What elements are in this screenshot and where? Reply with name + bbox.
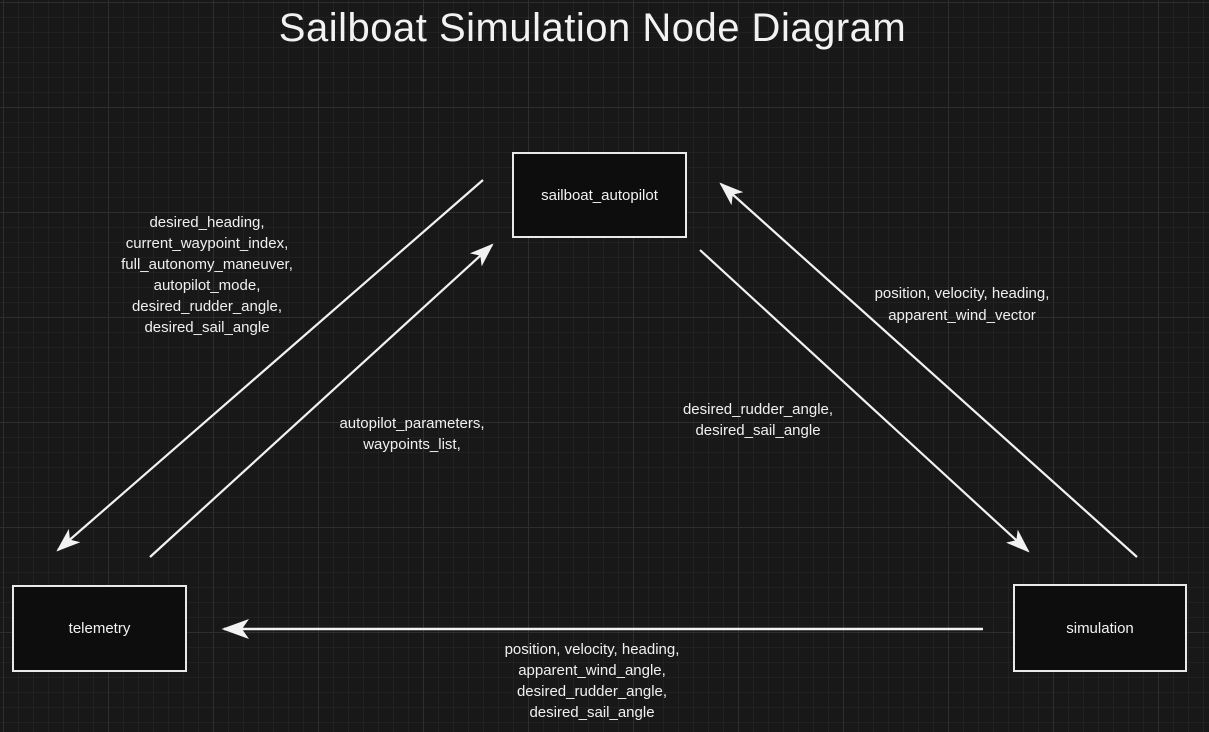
node-simulation: simulation [1013,584,1187,672]
edge-label-line: apparent_wind_angle, [518,662,666,679]
edge-label-telemetry-to-autopilot: autopilot_parameters, waypoints_list, [282,413,542,455]
edge-label-autopilot-to-telemetry: desired_heading, current_waypoint_index,… [57,212,357,338]
edge-label-line: full_autonomy_maneuver, [121,256,293,273]
edge-label-simulation-to-autopilot: position, velocity, heading, apparent_wi… [812,283,1112,327]
edge-label-line: apparent_wind_vector [888,307,1036,324]
edge-label-line: autopilot_mode, [153,277,261,294]
edge-label-line: desired_sail_angle [144,319,270,336]
node-label: sailboat_autopilot [541,186,658,204]
edge-label-line: desired_heading, [149,214,265,231]
edge-label-line: position, velocity, heading, [504,641,680,658]
edge-label-autopilot-to-simulation: desired_rudder_angle, desired_sail_angle [628,399,888,441]
edge-autopilot-to-telemetry [56,179,484,552]
edge-label-line: desired_rudder_angle, [682,401,834,418]
edge-label-line: waypoints_list, [363,436,461,453]
node-telemetry: telemetry [12,585,187,672]
diagram-title: Sailboat Simulation Node Diagram [278,6,907,50]
edge-label-line: desired_rudder_angle, [131,298,283,315]
edge-label-line: desired_sail_angle [529,704,655,721]
edge-label-line: current_waypoint_index, [125,235,289,252]
edge-label-line: position, velocity, heading, [874,285,1050,302]
edge-autopilot-to-simulation [699,249,1030,553]
edge-label-line: desired_rudder_angle, [516,683,668,700]
node-label: simulation [1066,619,1134,637]
edge-label-line: desired_sail_angle [695,422,821,439]
node-sailboat-autopilot: sailboat_autopilot [512,152,687,238]
node-label: telemetry [68,620,131,637]
edge-telemetry-to-autopilot [149,243,494,558]
edge-label-simulation-to-telemetry: position, velocity, heading, apparent_wi… [442,639,742,723]
edge-simulation-to-autopilot [719,182,1138,558]
edge-label-line: autopilot_parameters, [339,415,485,432]
